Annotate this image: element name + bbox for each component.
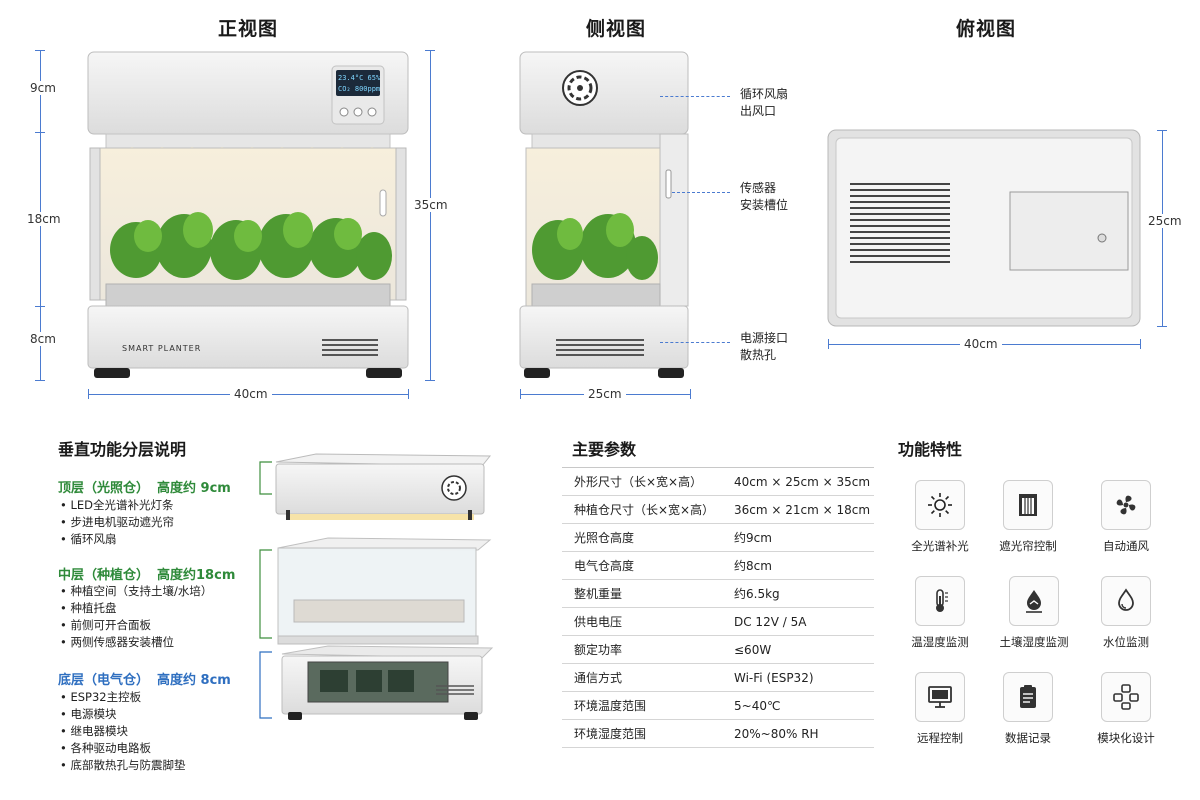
feature-remote-control: 远程控制	[892, 672, 988, 746]
dim-front-width: 40cm	[230, 387, 272, 401]
feature-full-spectrum: 全光谱补光	[892, 480, 988, 554]
top-depth-line	[1162, 130, 1163, 326]
features-title: 功能特性	[898, 440, 963, 459]
layers-title: 垂直功能分层说明	[58, 440, 187, 459]
thermometer-icon	[936, 589, 948, 612]
layer-mid-heading: 中层（种植仓）高度约18cm	[58, 568, 236, 583]
table-row: 外形尺寸（长×宽×高）40cm × 25cm × 35cm	[562, 467, 875, 496]
dim-side-width: 25cm	[584, 387, 626, 401]
layer-bottom-heading: 底层（电气仓）高度约 8cm	[58, 673, 231, 688]
table-row: 电气仓高度约8cm	[562, 551, 875, 580]
side-view-title: 侧视图	[586, 18, 647, 40]
top-view-title: 俯视图	[956, 18, 1017, 40]
dim-top-layer: 9cm	[30, 81, 56, 95]
layer-brackets	[259, 461, 272, 719]
callout-sensor-line	[672, 192, 730, 193]
dim-top-width: 40cm	[960, 337, 1002, 351]
feature-soil-moisture: 土壤湿度监测	[986, 576, 1082, 650]
exploded-modules-drawing	[275, 453, 494, 720]
callout-power-line	[660, 342, 730, 343]
feature-water-level: 水位监测	[1078, 576, 1174, 650]
params-title: 主要参数	[572, 440, 637, 459]
dim-top-depth: 25cm	[1148, 214, 1182, 228]
front-display-line2: CO₂ 800ppm	[338, 85, 381, 93]
layer-top-bullets: LED全光谱补光灯条步进电机驱动遮光帘循环风扇	[60, 497, 174, 548]
fan-icon	[1116, 495, 1136, 515]
feature-data-logging: 数据记录	[980, 672, 1076, 746]
callout-power-vent: 电源接口 散热孔	[740, 331, 789, 362]
layer-mid-bullets: 种植空间（支持土壤/水培）种植托盘前侧可开合面板两侧传感器安装槽位	[60, 583, 212, 651]
callout-fan-outlet: 循环风扇 出风口	[740, 87, 789, 118]
params-table: 外形尺寸（长×宽×高）40cm × 25cm × 35cm 种植仓尺寸（长×宽×…	[562, 467, 875, 748]
feature-temp-humidity: 温湿度监测	[892, 576, 988, 650]
layer-bottom-bullets: ESP32主控板电源模块继电器模块各种驱动电路板底部散热孔与防震脚垫	[60, 689, 185, 774]
table-row: 整机重量约6.5kg	[562, 579, 875, 608]
callout-sensor-slot: 传感器 安装槽位	[740, 181, 789, 212]
front-view-title: 正视图	[218, 18, 279, 40]
feature-auto-ventilation: 自动通风	[1078, 480, 1174, 554]
table-row: 种植仓尺寸（长×宽×高）36cm × 21cm × 18cm	[562, 495, 875, 524]
dim-bottom-layer: 8cm	[30, 332, 56, 346]
soil-drop-icon	[1026, 590, 1042, 613]
top-view-drawing	[827, 129, 1141, 327]
layer-top-heading: 顶层（光照仓）高度约 9cm	[58, 481, 231, 496]
clipboard-icon	[1020, 685, 1036, 708]
front-total-height-line	[430, 50, 431, 380]
monitor-icon	[928, 686, 952, 708]
front-display-line1: 23.4°C 65%	[338, 74, 381, 82]
water-drop-icon	[1118, 588, 1134, 611]
sun-icon	[928, 493, 952, 517]
brand-label: SMART PLANTER	[122, 344, 202, 353]
modules-icon	[1113, 684, 1139, 710]
side-view-drawing	[519, 51, 689, 378]
table-row: 光照仓高度约9cm	[562, 523, 875, 552]
curtain-icon	[1019, 494, 1037, 516]
dim-mid-layer: 18cm	[27, 212, 61, 226]
feature-modular-design: 模块化设计	[1078, 672, 1174, 746]
feature-curtain-control: 遮光帘控制	[980, 480, 1076, 554]
table-row: 额定功率≤60W	[562, 635, 875, 664]
callout-fan-line	[660, 96, 730, 97]
front-view-drawing	[87, 51, 409, 378]
dim-total-height: 35cm	[414, 198, 448, 212]
